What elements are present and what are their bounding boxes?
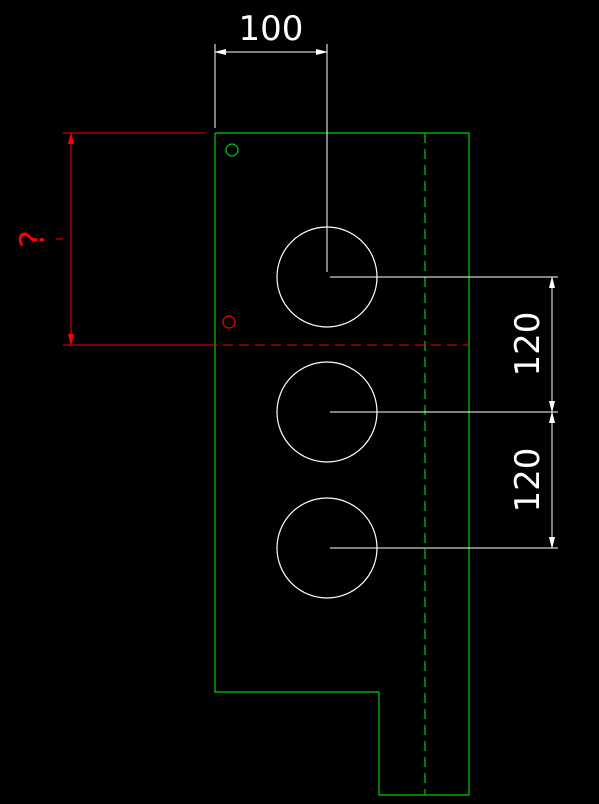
dim-text-100: 100: [239, 9, 304, 49]
dim-text-120-lower: 120: [508, 448, 548, 513]
unknown-dim-text: ?: [13, 230, 53, 248]
part-outline: [214, 132, 470, 796]
dim-text-120-upper: 120: [508, 312, 548, 377]
green-circle-marker: [225, 143, 239, 157]
red-circle-marker: [222, 315, 236, 329]
